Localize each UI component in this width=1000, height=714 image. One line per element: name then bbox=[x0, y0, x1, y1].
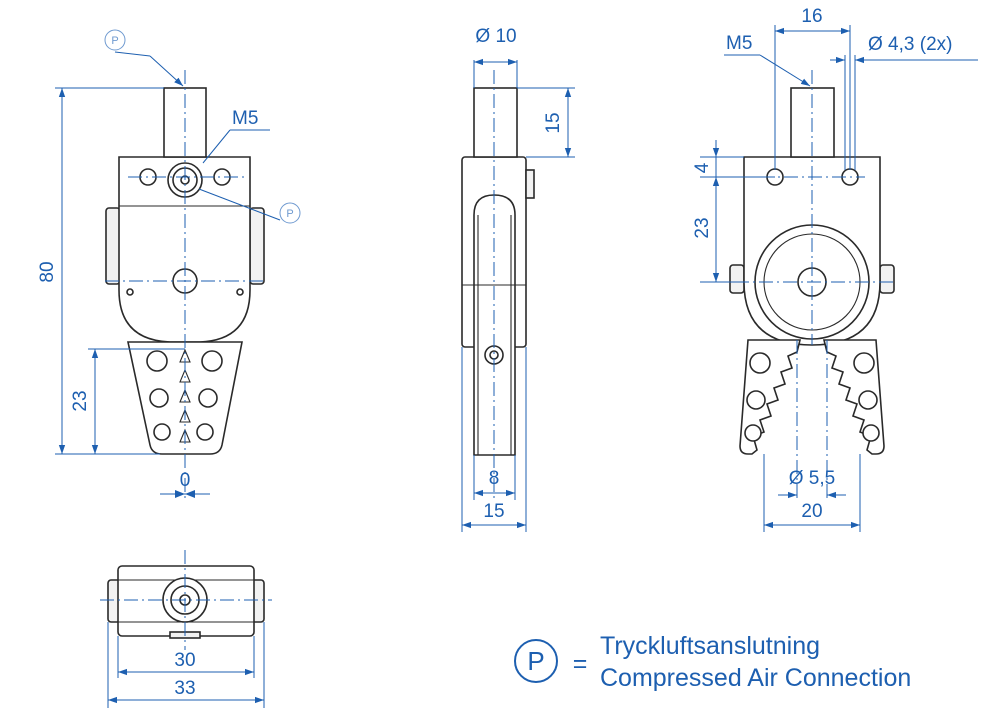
dim-height-80: 80 bbox=[37, 261, 58, 282]
back-dimensions: 16 Ø 4,3 (2x) M5 4 23 Ø 5,5 20 bbox=[692, 6, 978, 532]
legend: P = Tryckluftsanslutning Compressed Air … bbox=[514, 632, 911, 692]
dim-outer-width: 33 bbox=[174, 678, 195, 699]
dim-hole-diameter: Ø 4,3 (2x) bbox=[868, 34, 952, 55]
dim-offset-0: 0 bbox=[180, 470, 191, 491]
dim-body-width: 15 bbox=[483, 501, 504, 522]
side-jaw bbox=[473, 194, 516, 456]
bottom-view bbox=[100, 550, 272, 650]
side-dimensions: Ø 10 15 8 15 bbox=[461, 26, 575, 532]
legend-air-symbol bbox=[514, 639, 558, 683]
air-tag-side bbox=[279, 202, 301, 224]
legend-symbol-text: P bbox=[527, 646, 544, 676]
side-view bbox=[461, 70, 535, 500]
dim-jaw-width: 8 bbox=[489, 468, 500, 489]
front-view bbox=[105, 70, 265, 500]
dim-hole-spacing: 16 bbox=[801, 6, 822, 27]
front-left-pad bbox=[105, 207, 121, 285]
dim-inner-width: 30 bbox=[174, 650, 195, 671]
dim-pin-diameter: Ø 10 bbox=[475, 26, 516, 47]
front-dimensions: 80 23 0 M5 P P bbox=[37, 29, 301, 498]
svg-text:P: P bbox=[111, 35, 118, 47]
legend-line-english: Compressed Air Connection bbox=[600, 664, 911, 692]
back-view bbox=[729, 70, 895, 500]
front-thread-label: M5 bbox=[232, 108, 258, 129]
dim-jaw-spread: 20 bbox=[801, 501, 822, 522]
dim-hole-offset: 4 bbox=[692, 162, 713, 173]
front-right-pad bbox=[249, 207, 265, 285]
air-tag-top bbox=[104, 29, 126, 51]
dim-pin-length: 15 bbox=[543, 112, 564, 133]
dim-jaw-hole-diameter: Ø 5,5 bbox=[789, 468, 835, 489]
svg-text:P: P bbox=[286, 208, 293, 220]
dim-center-distance: 23 bbox=[692, 217, 713, 238]
side-pin bbox=[473, 87, 518, 158]
legend-line-swedish: Tryckluftsanslutning bbox=[600, 632, 820, 660]
dim-jaw-height-23: 23 bbox=[70, 390, 91, 411]
side-port bbox=[525, 169, 535, 199]
legend-equals: = bbox=[573, 650, 588, 678]
back-thread-label: M5 bbox=[726, 33, 752, 54]
bottom-dimensions: 30 33 bbox=[107, 622, 265, 708]
